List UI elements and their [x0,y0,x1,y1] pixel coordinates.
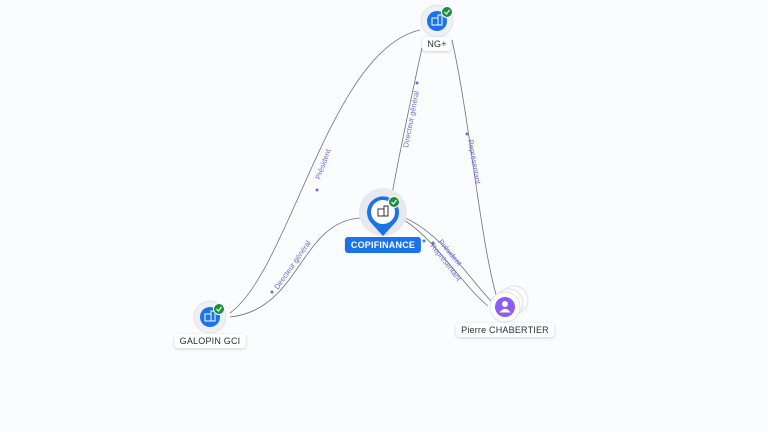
edge-arrow [422,239,426,243]
building-icon [431,14,443,26]
edge-label-galopin-ng: Président [313,147,333,181]
node-label-copifinance[interactable]: COPIFINANCE [344,237,422,253]
edge-arrow [415,81,419,85]
edge-galopin-copifinance[interactable] [229,217,361,318]
node-label-galopin[interactable]: GALOPIN GCI [174,334,246,348]
node-label-ng[interactable]: NG+ [422,37,452,51]
edge-label-ng-pierre: Représentant [466,139,483,186]
edge-arrow [270,290,274,294]
edge-galopin-ng[interactable] [229,29,421,314]
person-icon [499,301,511,313]
node-ng[interactable] [420,4,454,38]
node-galopin[interactable] [193,300,227,334]
node-copifinance[interactable] [359,188,407,236]
edge-copifinance-ng[interactable] [389,47,423,206]
edge-label-galopin-copifinance: Directeur général [272,239,313,292]
edge-arrow [431,241,435,245]
edge-label-copifinance-ng: Directeur général [401,90,421,149]
building-icon [377,205,389,217]
edge-arrow [315,188,319,192]
edge-ng-pierre[interactable] [451,39,498,299]
edge-copifinance-pierre-1[interactable] [399,215,493,303]
node-label-pierre[interactable]: Pierre CHABERTIER [456,323,554,337]
verified-check-icon [441,6,453,18]
verified-check-icon [213,303,225,315]
edge-arrow [465,132,469,136]
verified-check-icon [388,196,400,208]
edge-copifinance-pierre-2[interactable] [403,219,489,307]
node-pierre[interactable] [489,285,529,323]
building-icon [204,310,216,322]
